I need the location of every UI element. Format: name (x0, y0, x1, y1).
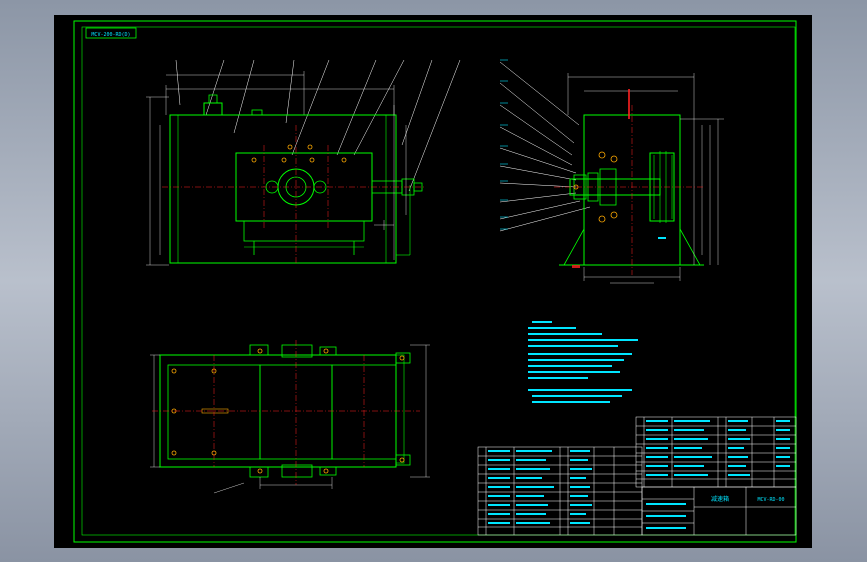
drawing-inner-frame (81, 26, 796, 536)
side-view (499, 59, 724, 284)
front-view (146, 59, 461, 266)
drawing-outer-frame (73, 20, 797, 543)
parts-list-text (488, 420, 790, 529)
title-label-text: MCV-200-RD(D) (91, 32, 130, 38)
parts-list (477, 416, 797, 536)
drawing-number: MCV-RD-00 (757, 497, 784, 503)
technical-notes (528, 321, 638, 403)
top-view (150, 340, 430, 494)
title-label-box: MCV-200-RD(D) (85, 27, 137, 39)
cad-viewport[interactable]: MCV-200-RD(D) (54, 15, 812, 548)
drawing-title: 减速箱 (711, 495, 729, 503)
cad-drawing[interactable]: MCV-200-RD(D) (54, 15, 812, 548)
